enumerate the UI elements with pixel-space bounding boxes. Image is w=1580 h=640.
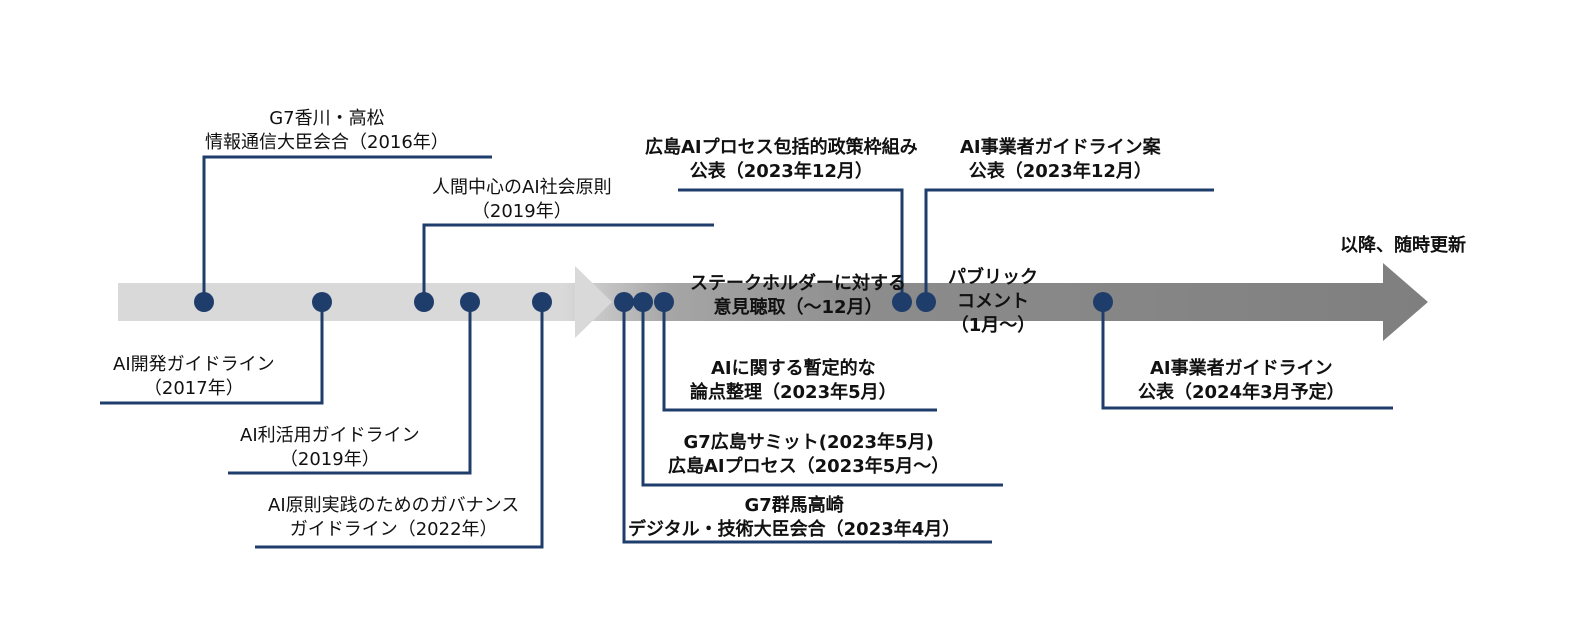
connector-dev-guide (100, 302, 324, 405)
label-util-guide: AI利活用ガイドライン（2019年） (240, 425, 420, 470)
connector-util-guide (228, 302, 472, 475)
connector-summit (641, 302, 1003, 487)
timeline-arrow (118, 263, 1428, 341)
label-human-ai: 人間中心のAI社会原則（2019年） (432, 177, 612, 222)
label-stakeholder: ステークホルダーに対する意見聴取（～12月） (690, 273, 906, 318)
node-interim (654, 292, 674, 312)
label-kagawa: G7香川・高松情報通信大臣会合（2016年） (205, 108, 449, 153)
label-interim: AIに関する暫定的な論点整理（2023年5月） (690, 358, 897, 403)
timeline-arrow-inner-tip (575, 266, 612, 338)
connector-draft (924, 188, 1214, 302)
node-gunma (614, 292, 634, 312)
label-update: 以降、随時更新 (1340, 235, 1466, 256)
node-summit (633, 292, 653, 312)
connector-kagawa (202, 155, 492, 302)
connector-gov-guide (255, 302, 544, 549)
connector-gunma (622, 302, 992, 544)
label-public-comment: パブリックコメント（1月～） (948, 267, 1038, 336)
node-dev-guide (312, 292, 332, 312)
node-human-ai (414, 292, 434, 312)
timeline-nodes (194, 292, 1113, 312)
connector-interim (662, 302, 937, 412)
label-dev-guide: AI開発ガイドライン（2017年） (113, 354, 275, 399)
connector-human-ai (422, 223, 714, 302)
connector-framework (678, 188, 904, 302)
connector-final (1101, 302, 1393, 410)
node-gov-guide (532, 292, 552, 312)
label-summit: G7広島サミット(2023年5月)広島AIプロセス（2023年5月～） (668, 432, 950, 477)
label-gunma: G7群馬高崎デジタル・技術大臣会合（2023年4月） (628, 495, 961, 540)
node-draft (916, 292, 936, 312)
label-gov-guide: AI原則実践のためのガバナンスガイドライン（2022年） (268, 495, 520, 540)
node-kagawa (194, 292, 214, 312)
label-final: AI事業者ガイドライン公表（2024年3月予定） (1138, 358, 1345, 403)
label-draft: AI事業者ガイドライン案公表（2023年12月） (960, 137, 1161, 182)
node-framework (892, 292, 912, 312)
node-final (1093, 292, 1113, 312)
connector-lines (100, 155, 1393, 549)
label-framework: 広島AIプロセス包括的政策枠組み公表（2023年12月） (645, 137, 918, 182)
node-util-guide (460, 292, 480, 312)
